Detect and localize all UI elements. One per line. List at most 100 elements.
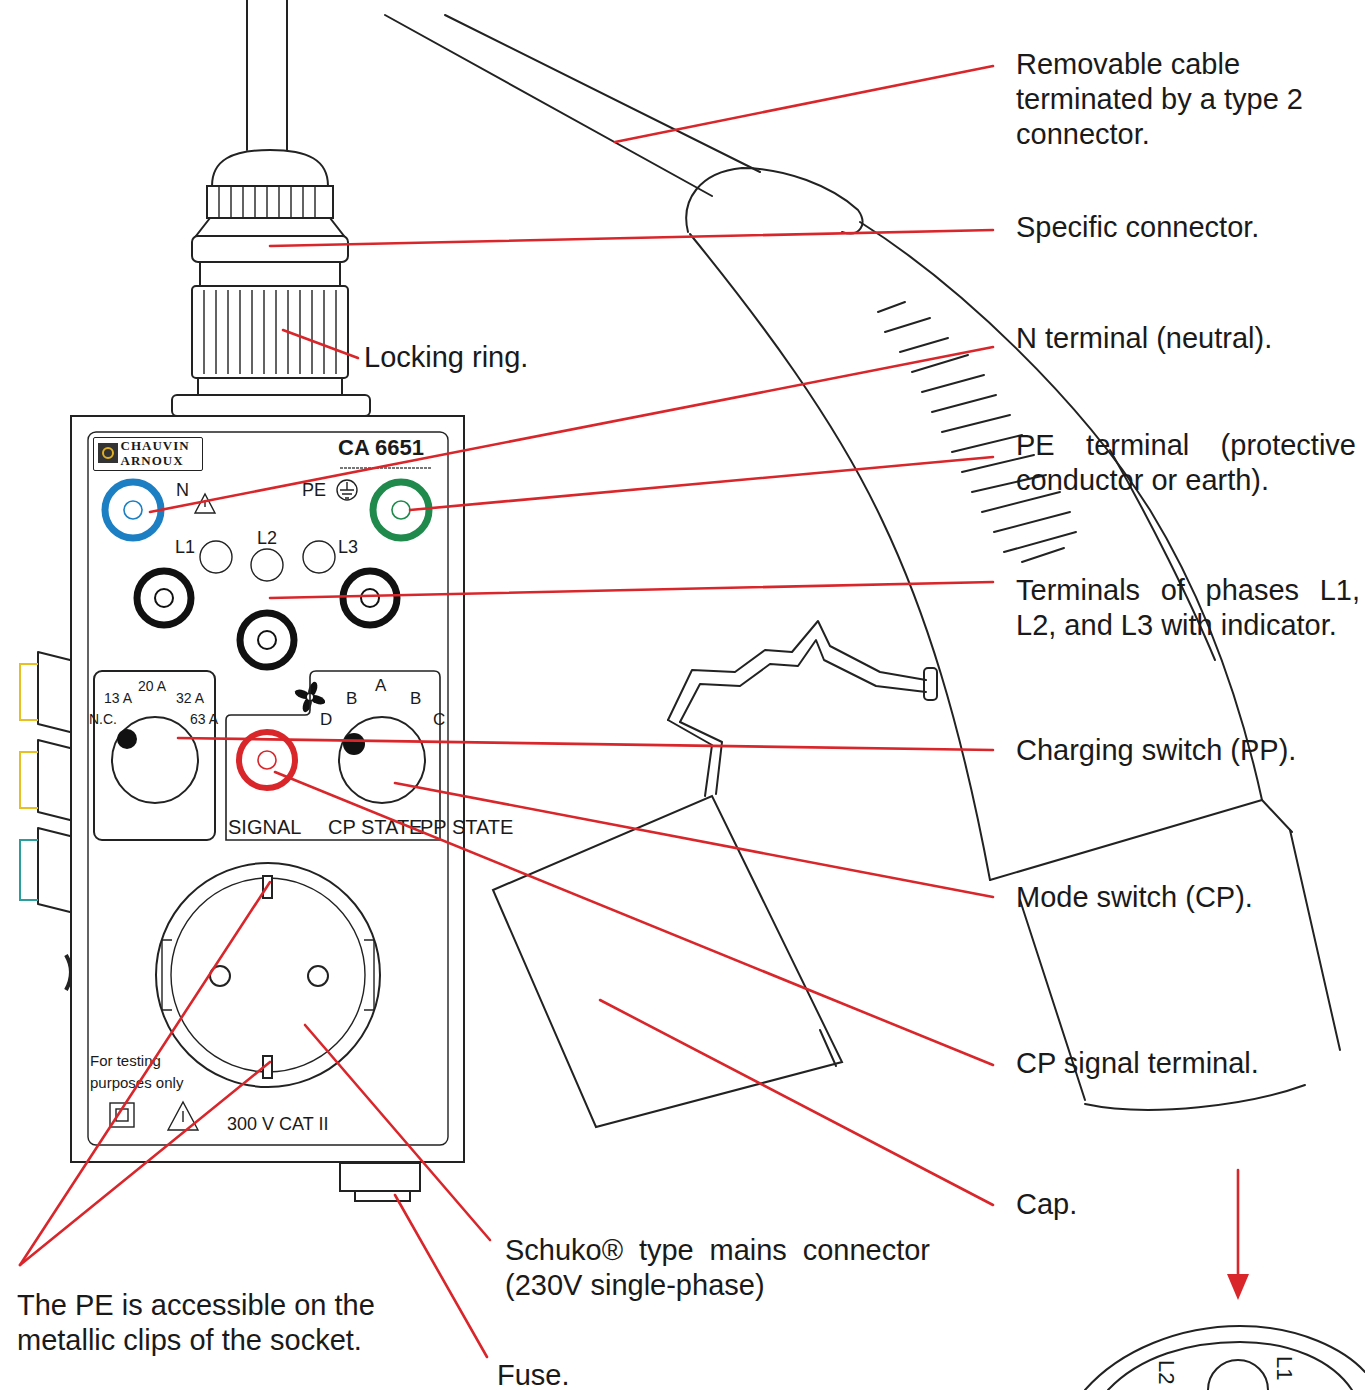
schuko-socket bbox=[156, 863, 380, 1087]
terminal-label: PE bbox=[302, 480, 326, 501]
terminal-hole bbox=[155, 589, 173, 607]
plug-handle-edge bbox=[860, 222, 1262, 800]
cap-strap bbox=[668, 720, 722, 796]
cap-hinge bbox=[924, 668, 937, 700]
pp-dial bbox=[112, 717, 198, 803]
pp-dial-pointer bbox=[117, 729, 137, 749]
leader-line bbox=[600, 1000, 993, 1205]
leader-line bbox=[305, 1025, 490, 1240]
switch-position: 20 A bbox=[138, 678, 166, 694]
double-insulation-symbol bbox=[110, 1103, 134, 1127]
view-arrow bbox=[1237, 1170, 1240, 1278]
adapter-cable bbox=[247, 0, 287, 150]
socket-hole bbox=[308, 966, 328, 986]
n-terminal-hole bbox=[124, 501, 142, 519]
switch-position: B bbox=[346, 689, 357, 709]
connector-neck bbox=[200, 262, 340, 286]
cable-gland bbox=[212, 150, 328, 186]
device-face bbox=[70, 415, 465, 1163]
connector-flange bbox=[192, 236, 348, 262]
callout-text: Terminals of phases L1, L2, and L3 with … bbox=[1016, 573, 1360, 643]
earth-clip bbox=[263, 1056, 272, 1078]
view-arrow-head bbox=[1227, 1274, 1249, 1300]
leader-line bbox=[20, 882, 270, 1265]
side-tab bbox=[38, 652, 70, 732]
gland-cone bbox=[196, 218, 344, 236]
socket-guides bbox=[162, 940, 374, 1010]
switch-position: A bbox=[375, 676, 386, 696]
brand-name: CHAUVIN ARNOUX bbox=[121, 438, 203, 468]
phase-indicator bbox=[303, 541, 335, 573]
switch-position: B bbox=[410, 689, 421, 709]
switch-label: PP STATE bbox=[420, 816, 513, 839]
switch-position: 32 A bbox=[176, 690, 204, 706]
switch-label: SIGNAL bbox=[228, 816, 301, 839]
callout-text: N terminal (neutral). bbox=[1016, 321, 1272, 356]
warning-symbol bbox=[168, 1102, 198, 1130]
callout-text: Schuko® type mains connector (230V singl… bbox=[505, 1233, 930, 1303]
leader-line bbox=[615, 66, 993, 142]
plug-head-edge bbox=[1290, 830, 1340, 1050]
pe-terminal-hole bbox=[392, 501, 410, 519]
plug-head-edge bbox=[1262, 800, 1292, 832]
cap-edge bbox=[820, 1030, 836, 1066]
logo-mark bbox=[103, 448, 113, 458]
phase-indicator bbox=[251, 549, 283, 581]
cap-strap bbox=[680, 640, 926, 722]
leader-line bbox=[20, 1062, 270, 1265]
side-tab bbox=[38, 828, 70, 912]
locking-ring bbox=[192, 286, 348, 378]
l3-terminal bbox=[343, 571, 397, 625]
leader-line bbox=[395, 783, 993, 897]
side-tab-color bbox=[20, 664, 38, 720]
cable-edge bbox=[385, 15, 712, 196]
switch-position: 63 A bbox=[190, 711, 218, 727]
switch-label: CP STATE bbox=[328, 816, 422, 839]
callout-text: PE terminal (protective conductor or ear… bbox=[1016, 428, 1356, 498]
callout-text: CP signal terminal. bbox=[1016, 1046, 1259, 1081]
cp-switch-panel: ABBDCSIGNALCP STATE bbox=[225, 670, 441, 842]
pe-terminal bbox=[373, 482, 429, 538]
plug-head-edge bbox=[990, 800, 1262, 880]
switch-position: 13 A bbox=[104, 690, 132, 706]
callout-text: The PE is accessible on the metallic cli… bbox=[17, 1288, 382, 1358]
side-tab-color bbox=[20, 840, 38, 900]
earth-symbol bbox=[337, 480, 357, 500]
terminal-hole bbox=[258, 751, 276, 769]
pin-label: L2 bbox=[1149, 1360, 1184, 1384]
plug-face-pin bbox=[1208, 1360, 1268, 1390]
double-insulation-symbol bbox=[116, 1109, 128, 1121]
plug-head-edge bbox=[1085, 1085, 1305, 1110]
fuse-cap bbox=[355, 1191, 410, 1201]
gland-nut bbox=[207, 186, 333, 218]
switch-position: C bbox=[433, 710, 445, 730]
ring-knurl bbox=[204, 290, 336, 374]
plug-handle-edge bbox=[690, 234, 990, 880]
terminal-label: L2 bbox=[257, 528, 277, 549]
cp-signal-terminal bbox=[239, 732, 295, 788]
ring-base bbox=[198, 378, 342, 396]
l1-terminal bbox=[137, 571, 191, 625]
side-tab-color bbox=[20, 752, 38, 808]
callout-text: Locking ring. bbox=[364, 340, 528, 375]
terminal-label: N bbox=[176, 480, 189, 501]
socket-hole bbox=[210, 966, 230, 986]
logo-mark bbox=[98, 443, 118, 463]
callout-text: Charging switch (PP). bbox=[1016, 733, 1296, 768]
plug-sleeve bbox=[686, 168, 862, 233]
callout-text: Specific connector. bbox=[1016, 210, 1259, 245]
nut-knurl bbox=[219, 186, 315, 218]
inner-panel bbox=[88, 432, 448, 1145]
pin-label: L1 bbox=[1267, 1356, 1302, 1380]
leader-line bbox=[270, 230, 993, 246]
switch-position: D bbox=[320, 710, 332, 730]
terminal-hole bbox=[258, 631, 276, 649]
n-terminal bbox=[105, 482, 161, 538]
plug-face bbox=[1085, 1326, 1365, 1390]
side-tab bbox=[38, 740, 70, 820]
cp-dial-pointer bbox=[343, 733, 365, 755]
subtitle-line bbox=[340, 467, 432, 469]
cp-dial bbox=[339, 717, 425, 803]
